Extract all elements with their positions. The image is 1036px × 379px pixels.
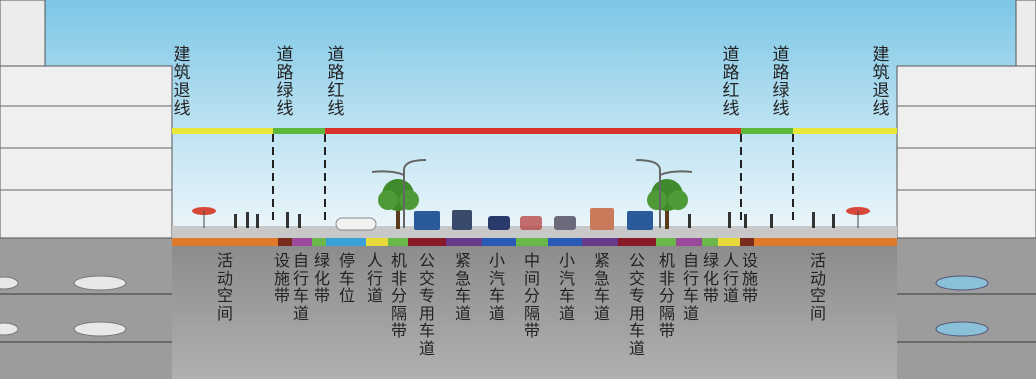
pedestrians bbox=[192, 207, 870, 228]
street-lamp-right bbox=[635, 159, 693, 228]
red-line bbox=[325, 128, 741, 134]
strip-bike-right bbox=[676, 238, 702, 246]
label-facility-left: 设施带 bbox=[273, 251, 290, 305]
strip-emergency-right bbox=[582, 238, 618, 246]
right-setback-line bbox=[793, 128, 897, 134]
strip-sidewalk-right bbox=[718, 238, 740, 246]
label-sidewalk-left: 人行道 bbox=[366, 251, 383, 305]
strip-facility-left bbox=[278, 238, 292, 246]
label-bus-right: 公交专用车道 bbox=[628, 251, 645, 358]
label-right-green-line: 道路绿线 bbox=[772, 45, 790, 119]
strip-car-left bbox=[482, 238, 516, 246]
label-green-left: 绿化带 bbox=[313, 251, 330, 305]
strip-median bbox=[516, 238, 548, 246]
label-emergency-left: 紧急车道 bbox=[454, 251, 471, 323]
label-left-red-line: 道路红线 bbox=[327, 45, 345, 119]
label-car-left: 小汽车道 bbox=[488, 251, 505, 323]
street-lamp-left bbox=[371, 159, 427, 228]
label-emergency-right: 紧急车道 bbox=[593, 251, 610, 323]
right-building bbox=[896, 0, 1036, 239]
strip-separator-right bbox=[656, 238, 676, 246]
label-activity-right: 活动空间 bbox=[809, 251, 826, 323]
strip-bus-right bbox=[618, 238, 656, 246]
strip-facility-right bbox=[740, 238, 754, 246]
label-parking-left: 停车位 bbox=[338, 251, 355, 305]
label-activity-left: 活动空间 bbox=[216, 251, 233, 323]
label-left-setback: 建筑退线 bbox=[173, 45, 191, 119]
garage-cars bbox=[0, 275, 989, 337]
strip-emergency-left bbox=[446, 238, 482, 246]
strip-activity-left bbox=[172, 238, 278, 246]
label-bike-left: 自行车道 bbox=[292, 251, 309, 323]
right-garage bbox=[897, 238, 1036, 379]
strip-activity-right bbox=[754, 238, 897, 246]
strip-car-right bbox=[548, 238, 582, 246]
function-strip bbox=[172, 238, 897, 246]
left-green-line bbox=[273, 128, 325, 134]
underground bbox=[0, 238, 1036, 379]
label-car-right: 小汽车道 bbox=[558, 251, 575, 323]
strip-green-right bbox=[702, 238, 718, 246]
strip-parking-left bbox=[326, 238, 366, 246]
sky bbox=[0, 0, 1036, 238]
right-green-line bbox=[741, 128, 793, 134]
strip-green-left bbox=[312, 238, 326, 246]
vehicles bbox=[335, 208, 653, 231]
label-green-right: 绿化带 bbox=[702, 251, 719, 305]
label-separator-right: 机非分隔带 bbox=[658, 251, 675, 340]
left-garage bbox=[0, 238, 172, 379]
label-sidewalk-right: 人行道 bbox=[722, 251, 739, 305]
label-bike-right: 自行车道 bbox=[682, 251, 699, 323]
strip-bus-left bbox=[408, 238, 446, 246]
label-facility-right: 设施带 bbox=[741, 251, 758, 305]
label-left-green-line: 道路绿线 bbox=[276, 45, 294, 119]
label-right-setback: 建筑退线 bbox=[872, 45, 890, 119]
strip-separator-left bbox=[388, 238, 408, 246]
planning-lines bbox=[172, 128, 897, 134]
label-separator-left: 机非分隔带 bbox=[390, 251, 407, 340]
label-right-red-line: 道路红线 bbox=[722, 45, 740, 119]
label-bus-left: 公交专用车道 bbox=[418, 251, 435, 358]
left-building bbox=[0, 0, 173, 239]
strip-sidewalk-left bbox=[366, 238, 388, 246]
label-median: 中间分隔带 bbox=[523, 251, 540, 340]
left-setback-line bbox=[172, 128, 273, 134]
strip-bike-left bbox=[292, 238, 312, 246]
boundary-dashes bbox=[272, 134, 794, 222]
